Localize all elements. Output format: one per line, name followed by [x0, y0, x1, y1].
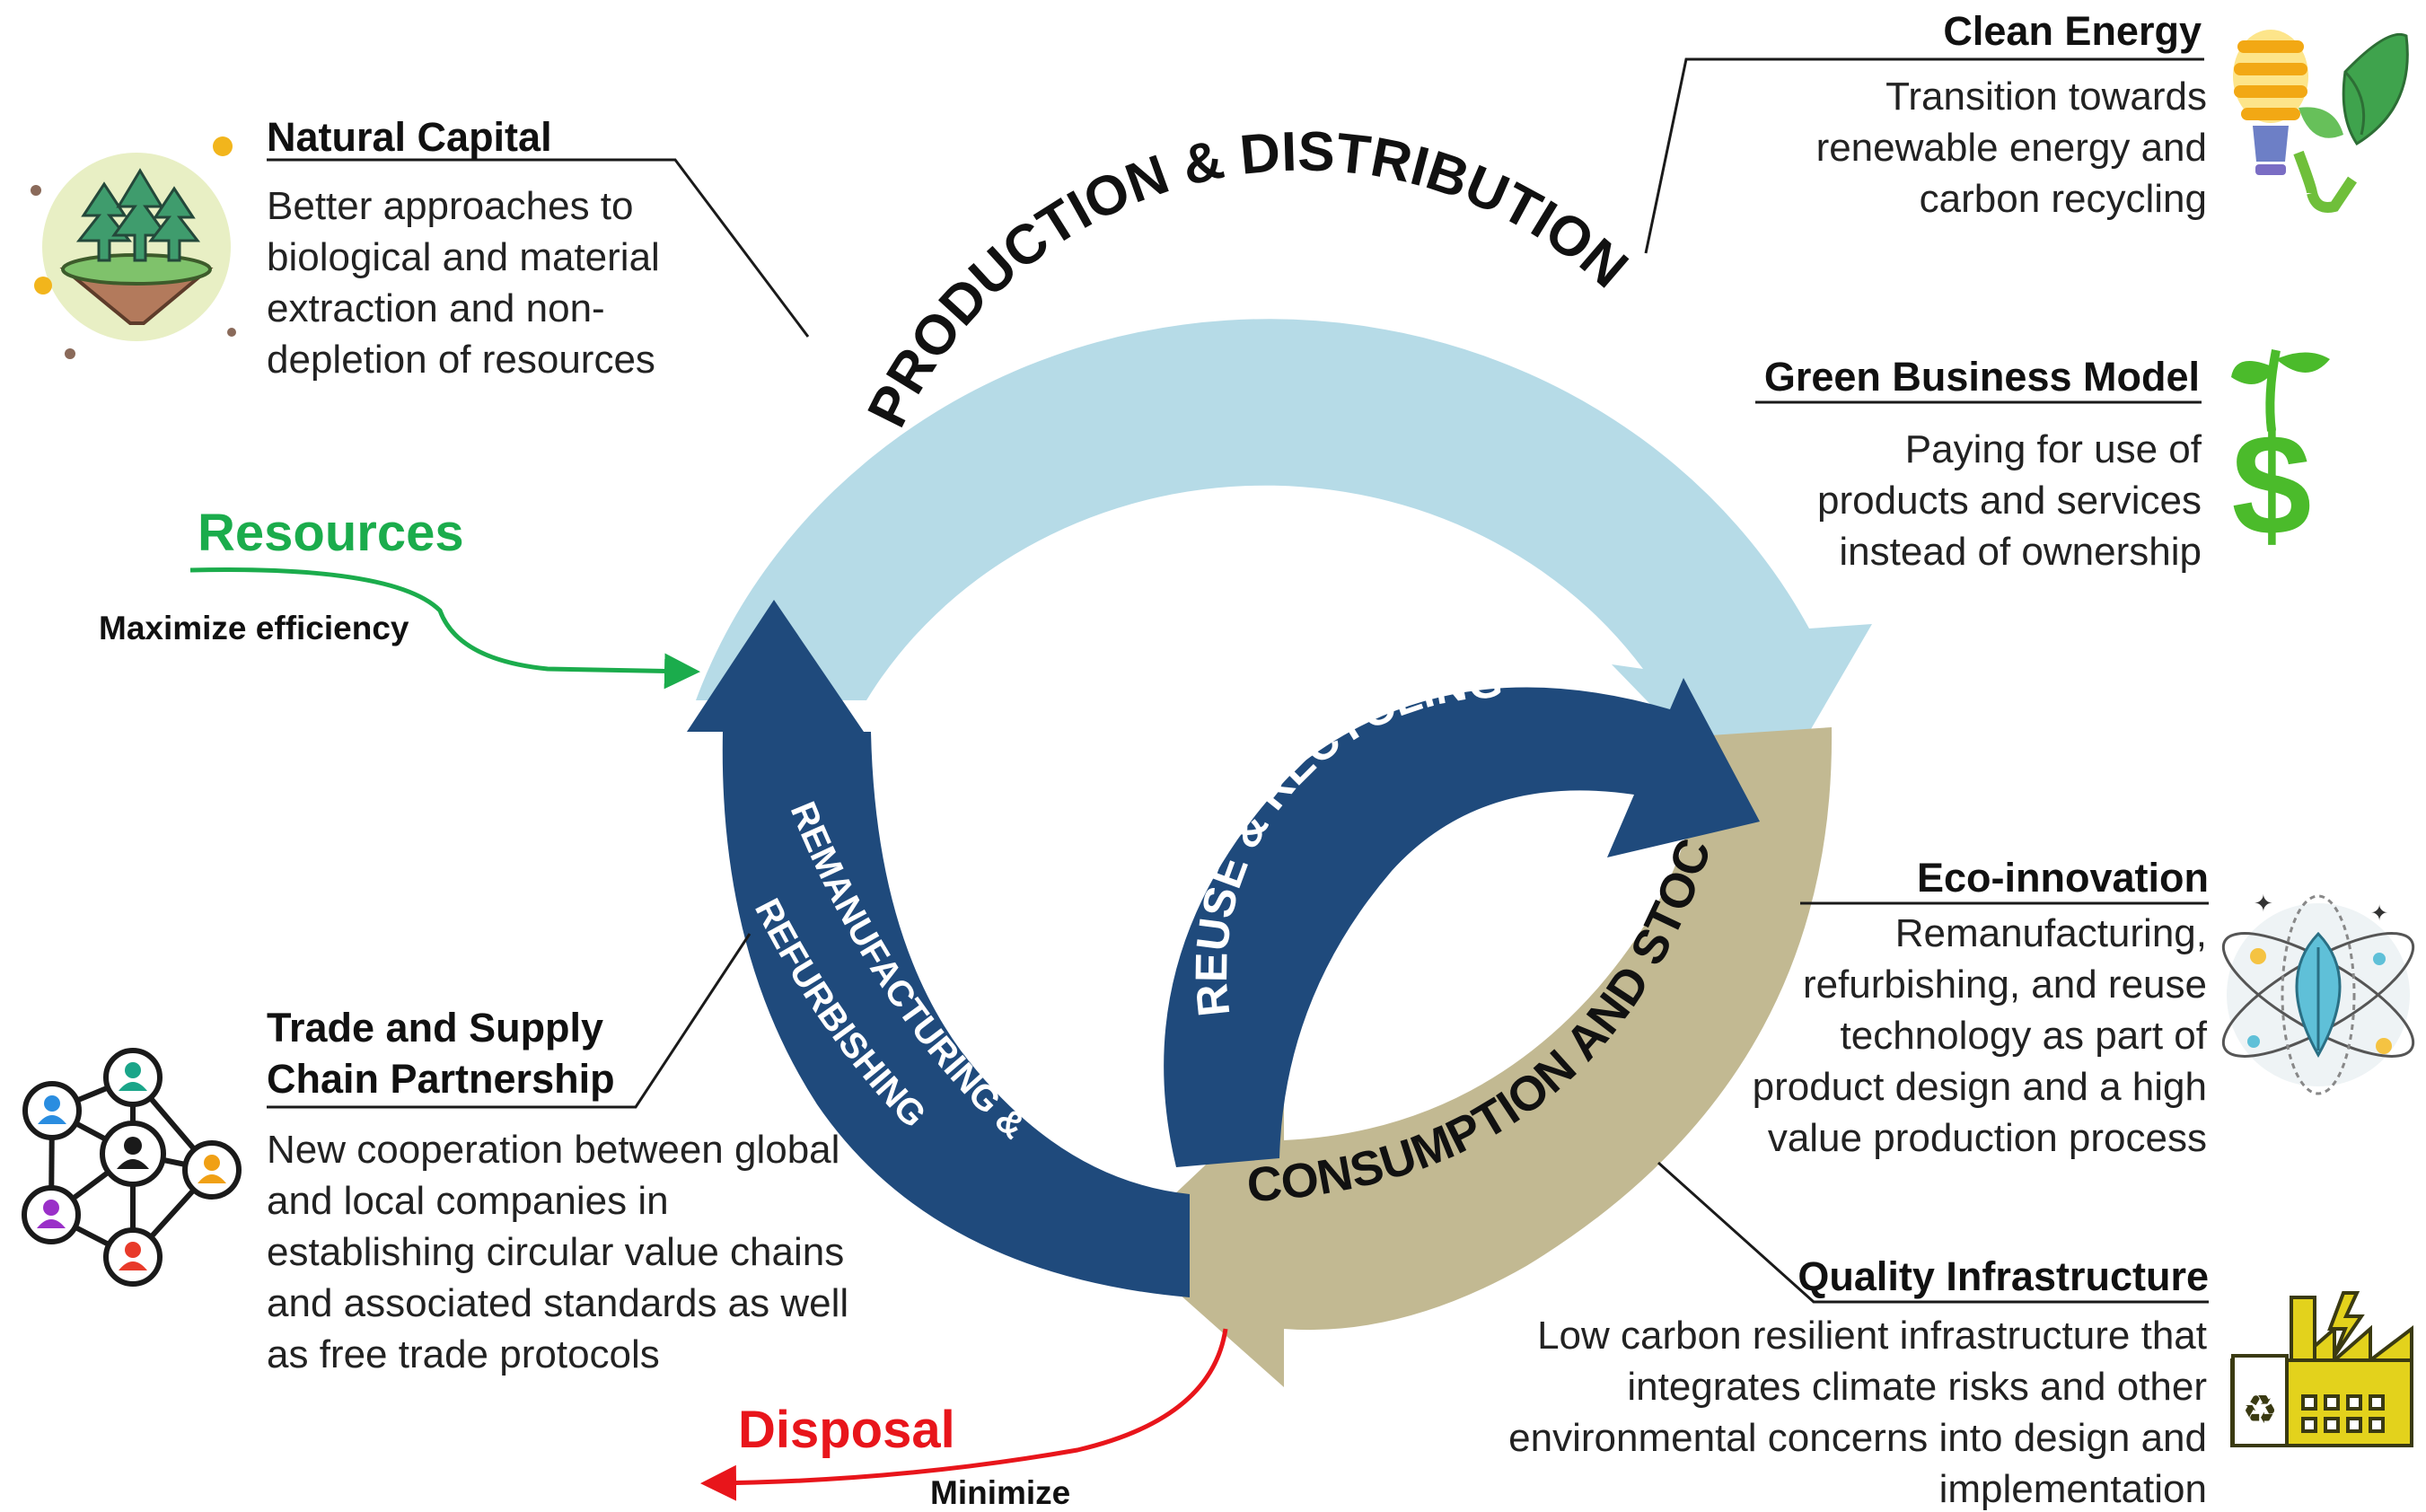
resources-caption: Maximize efficiency: [99, 610, 409, 646]
quality-infra-line-2: integrates climate risks and other: [1627, 1365, 2207, 1409]
natural-capital-connector: [267, 158, 810, 338]
clean-energy-connector: [1644, 57, 2204, 254]
clean-energy-line-2: renewable energy and: [1816, 126, 2207, 170]
natural-capital-title: Natural Capital: [267, 114, 552, 160]
svg-text:✦: ✦: [2370, 901, 2388, 926]
natural-capital-line-4: depletion of resources: [267, 338, 655, 382]
connector-lines: [267, 57, 2209, 1304]
eco-innovation-line-2: refurbishing, and reuse: [1803, 963, 2207, 1007]
resources-title: Resources: [198, 504, 464, 562]
consumption-stocks-arrow: [1122, 727, 1833, 1387]
natural-capital-line-1: Better approaches to: [267, 184, 633, 228]
eco-innovation-box: Eco-innovation Remanufacturing, refurbis…: [1753, 855, 2209, 1160]
remanufacturing-arrow: [687, 600, 1190, 1297]
green-business-title: Green Business Model: [1764, 354, 2200, 400]
disposal-title: Disposal: [738, 1401, 955, 1459]
natural-capital-box: Natural Capital Better approaches to bio…: [267, 114, 660, 382]
clean-energy-title: Clean Energy: [1943, 8, 2202, 54]
trade-line-2: and local companies in: [267, 1179, 669, 1223]
trade-line-5: as free trade protocols: [267, 1332, 660, 1376]
eco-innovation-line-5: value production process: [1768, 1116, 2207, 1160]
eco-innovation-line-4: product design and a high: [1753, 1065, 2207, 1109]
svg-text:✦: ✦: [2254, 890, 2273, 917]
reuse-recycling-arrow: [1164, 678, 1760, 1167]
quality-infra-connector: [1657, 1161, 2209, 1304]
eco-innovation-line-1: Remanufacturing,: [1895, 911, 2207, 955]
green-business-line-2: products and services: [1817, 479, 2202, 523]
network-people-icon: [22, 1048, 242, 1287]
dollar-sprout-icon: $: [2231, 349, 2330, 565]
clean-energy-line-1: Transition towards: [1885, 75, 2207, 119]
disposal-flow-arrow: [700, 1328, 1228, 1501]
trade-line-4: and associated standards as well: [267, 1281, 848, 1325]
quality-infra-line-4: implementation: [1939, 1467, 2207, 1511]
eco-innovation-title: Eco-innovation: [1917, 855, 2209, 901]
quality-infra-line-1: Low carbon resilient infrastructure that: [1537, 1314, 2207, 1358]
quality-infra-title: Quality Infrastructure: [1798, 1253, 2209, 1299]
natural-capital-line-2: biological and material: [267, 235, 660, 279]
trade-title-line-2: Chain Partnership: [267, 1056, 615, 1102]
clean-energy-box: Clean Energy Transition towards renewabl…: [1816, 8, 2207, 221]
svg-text:♻: ♻: [2242, 1388, 2277, 1432]
production-distribution-arrow: [696, 319, 1872, 817]
bulb-leaf-icon: [2233, 30, 2409, 213]
svg-text:$: $: [2232, 404, 2312, 565]
green-business-line-3: instead of ownership: [1839, 530, 2202, 574]
trade-line-3: establishing circular value chains: [267, 1230, 844, 1274]
green-business-box: Green Business Model Paying for use of p…: [1764, 354, 2202, 574]
quality-infra-line-3: environmental concerns into design and: [1508, 1416, 2207, 1460]
clean-energy-line-3: carbon recycling: [1920, 177, 2207, 221]
trade-box: Trade and Supply Chain Partnership New c…: [267, 1005, 848, 1376]
atom-leaf-icon: ✦ ✦: [2221, 890, 2415, 1095]
green-business-line-1: Paying for use of: [1905, 427, 2202, 471]
factory-recycle-icon: ♻: [2230, 1291, 2413, 1447]
trade-line-1: New cooperation between global: [267, 1128, 839, 1172]
quality-infra-box: Quality Infrastructure Low carbon resili…: [1508, 1253, 2209, 1511]
resources-flow-arrow: [189, 567, 700, 690]
disposal-caption: Minimize: [930, 1474, 1070, 1511]
trade-connector: [267, 933, 752, 1109]
eco-innovation-line-3: technology as part of: [1841, 1014, 2208, 1058]
trade-title-line-1: Trade and Supply: [267, 1005, 603, 1050]
floating-island-trees-icon: [31, 136, 236, 359]
natural-capital-line-3: extraction and non-: [267, 286, 605, 330]
